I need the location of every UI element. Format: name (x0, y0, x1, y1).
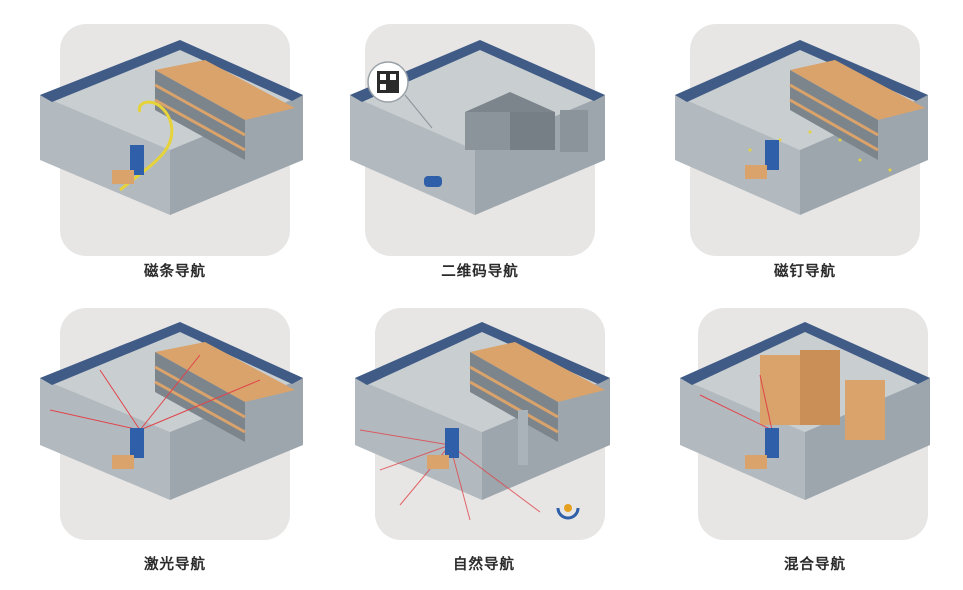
storage-racks (465, 92, 588, 152)
agv-forklift (745, 428, 779, 469)
qr-code-callout (367, 61, 433, 129)
agv-robot (424, 176, 442, 187)
agv-forklift (427, 428, 459, 469)
pillar (518, 410, 528, 465)
storage-shelves (154, 342, 295, 442)
panel-hybrid-label: 混合导航 (784, 557, 846, 573)
storage-shelves (789, 60, 925, 160)
magnetic-nails (748, 130, 892, 172)
panel-laser-label: 激光导航 (144, 557, 206, 573)
panel-natural-label: 自然导航 (453, 557, 515, 573)
signal-icon (556, 504, 580, 520)
storage-shelves (154, 60, 295, 160)
agv-forklift (112, 428, 144, 469)
panel-magnetic-strip-label: 磁条导航 (144, 264, 206, 280)
panel-qr-code-label: 二维码导航 (441, 264, 519, 280)
laser-beams (49, 354, 261, 431)
storage-shelves (469, 342, 605, 442)
stacked-cartons (760, 350, 885, 440)
panel-magnetic-nail-label: 磁钉导航 (774, 264, 836, 280)
laser-beams (699, 374, 773, 431)
agv-forklift (745, 140, 779, 179)
agv-forklift (112, 145, 144, 184)
